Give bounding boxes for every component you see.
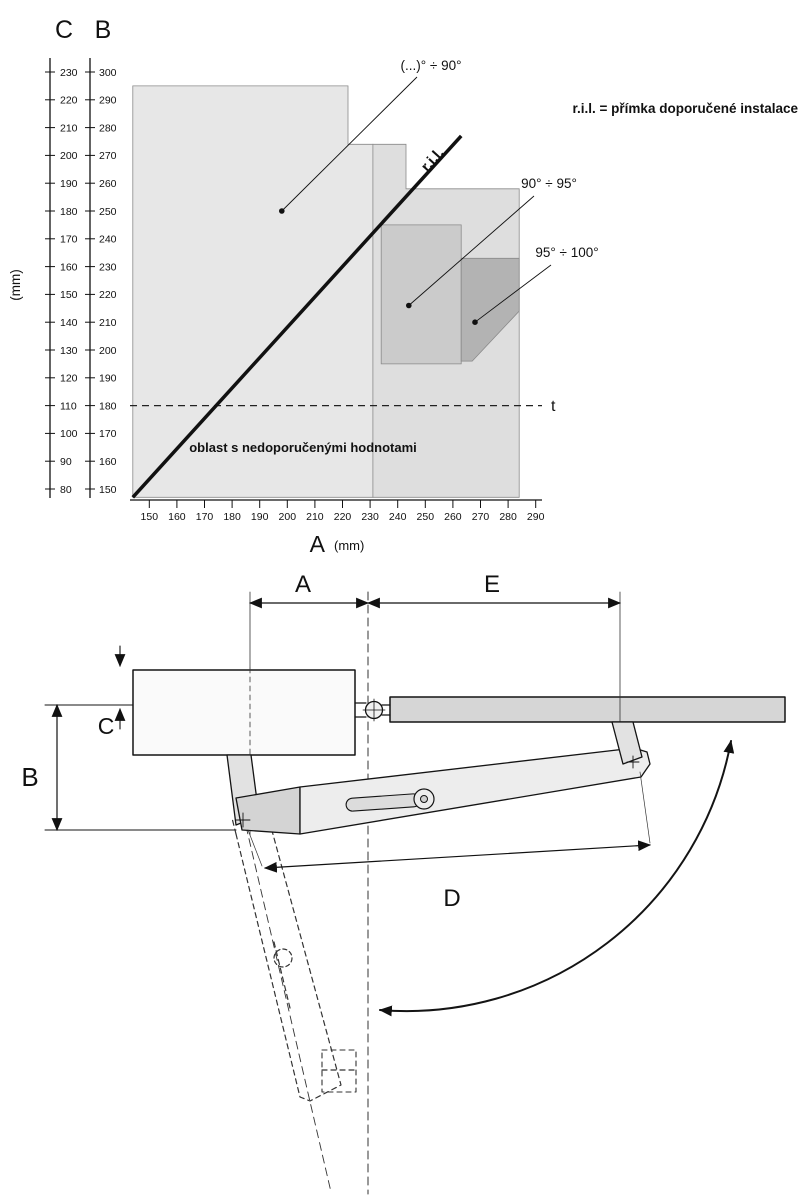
b-axis-tick-label: 170 — [99, 428, 117, 440]
c-axis: 230 220 210 200 190 180 170 160 150 140 130 120 110 1… — [45, 16, 78, 498]
not-recommended-label: oblast s nedoporučenými hodnotami — [189, 440, 417, 455]
y-unit-label: (mm) — [8, 269, 23, 300]
dim-a: A — [248, 571, 370, 609]
ril-legend: r.i.l. = přímka doporučené instalace — [573, 101, 799, 116]
dim-b-label: B — [21, 762, 38, 792]
b-axis-tick-label: 200 — [99, 345, 117, 357]
chart-lines — [130, 134, 542, 499]
a-axis-tick-label: 270 — [472, 511, 490, 523]
region-angle-95-100 — [460, 257, 520, 362]
dim-c-label: C — [98, 713, 115, 739]
swing-arc-arrow — [378, 739, 735, 1017]
pillar — [132, 669, 356, 756]
rear-pivot-pin — [235, 812, 251, 828]
install-chart: (...)° ÷ 90° 90° ÷ 95° 95° ÷ 100° 150 160 17… — [8, 16, 798, 557]
a-axis-tick-label: 240 — [389, 511, 407, 523]
a-axis-tick-label: 250 — [417, 511, 435, 523]
a-axis-tick-label: 230 — [361, 511, 379, 523]
a-axis-tick-label: 190 — [251, 511, 269, 523]
c-axis-tick-label: 210 — [60, 122, 78, 134]
callout-leader-angle-up-to-90 — [281, 76, 418, 212]
b-axis-tick-label: 230 — [99, 261, 117, 273]
dim-e-label: E — [484, 571, 500, 598]
chart-callouts: (...)° ÷ 90° 90° ÷ 95° 95° ÷ 100° — [279, 58, 599, 326]
c-axis-tick-label: 90 — [60, 456, 72, 468]
c-axis-tick-label: 230 — [60, 67, 78, 79]
a-axis-letter: A — [310, 531, 326, 557]
b-axis-tick-label: 150 — [99, 484, 117, 496]
release-knob-center — [420, 795, 428, 803]
c-axis-tick-label: 180 — [60, 206, 78, 218]
c-axis-tick-label: 150 — [60, 289, 78, 301]
gate-hinge-pivot — [354, 698, 391, 722]
b-axis-tick-label: 210 — [99, 317, 117, 329]
ghost-axis — [245, 825, 332, 1193]
gate-leaf — [389, 696, 786, 723]
a-axis-tick-label: 280 — [499, 511, 517, 523]
actuator-body — [299, 747, 651, 835]
b-axis-tick-label: 280 — [99, 122, 117, 134]
a-axis: 150 160 170 180 190 200 210 220 230 240 250 260 270 2… — [130, 499, 545, 557]
b-axis-tick-label: 220 — [99, 289, 117, 301]
a-axis-tick-label: 180 — [223, 511, 241, 523]
a-axis-unit: (mm) — [334, 538, 364, 553]
c-axis-tick-label: 160 — [60, 261, 78, 273]
callout-label-angle-90-95: 90° ÷ 95° — [521, 176, 577, 191]
callout-label-angle-95-100: 95° ÷ 100° — [535, 245, 598, 260]
c-axis-tick-label: 130 — [60, 345, 78, 357]
callout-leader-angle-95-100 — [474, 264, 552, 323]
callout-dot-angle-95-100 — [472, 319, 478, 326]
c-axis-tick-label: 110 — [60, 400, 77, 412]
b-axis-tick-label: 300 — [99, 67, 117, 79]
dim-b: B — [21, 703, 63, 832]
c-axis-tick-label: 170 — [60, 234, 78, 246]
b-axis: 300 290 280 270 260 250 240 230 220 210 200 190 180 1… — [85, 16, 117, 498]
a-axis-tick-label: 170 — [196, 511, 214, 523]
c-axis-tick-label: 120 — [60, 373, 78, 385]
b-axis-header: B — [95, 16, 112, 44]
actuator-ghost — [231, 811, 357, 1193]
c-axis-tick-label: 190 — [60, 178, 78, 190]
mounting-drawing: A E B C D — [21, 571, 786, 1195]
t-label: t — [551, 398, 556, 415]
ghost-front-bracket — [321, 1049, 357, 1093]
a-axis-tick-label: 290 — [527, 511, 545, 523]
c-axis-tick-label: 80 — [60, 484, 72, 496]
callout-label-angle-up-to-90: (...)° ÷ 90° — [401, 58, 462, 73]
c-axis-tick-label: 220 — [60, 95, 78, 107]
b-axis-ticks: 300 290 280 270 260 250 240 230 220 210 200 190 180 1… — [85, 67, 117, 496]
a-axis-ticks: 150 160 170 180 190 200 210 220 230 240 250 260 270 2… — [141, 500, 545, 523]
a-axis-tick-label: 200 — [279, 511, 297, 523]
callout-dot-angle-up-to-90 — [279, 208, 285, 214]
c-axis-header: C — [55, 16, 73, 44]
b-axis-tick-label: 180 — [99, 400, 117, 412]
a-axis-tick-label: 210 — [306, 511, 324, 523]
a-axis-tick-label: 160 — [168, 511, 186, 523]
c-axis-tick-label: 100 — [60, 428, 78, 440]
ril-line-label: r.i.l. — [418, 145, 448, 176]
b-axis-tick-label: 240 — [99, 234, 117, 246]
b-axis-tick-label: 250 — [99, 206, 117, 218]
dim-d-label: D — [443, 885, 460, 912]
callout-dot-angle-90-95 — [406, 302, 412, 309]
callout-leader-angle-90-95 — [408, 195, 535, 306]
ril-line — [131, 134, 463, 499]
a-axis-tick-label: 220 — [334, 511, 352, 523]
region-angle-up-to-90 — [132, 85, 374, 498]
dim-c: C — [98, 645, 126, 739]
b-axis-tick-label: 190 — [99, 373, 117, 385]
dim-e: E — [366, 571, 622, 609]
c-axis-tick-label: 200 — [60, 150, 78, 162]
b-axis-tick-label: 160 — [99, 456, 117, 468]
a-axis-tick-label: 150 — [141, 511, 159, 523]
c-axis-ticks: 230 220 210 200 190 180 170 160 150 140 130 120 110 1… — [45, 67, 78, 496]
b-axis-tick-label: 290 — [99, 95, 117, 107]
b-axis-tick-label: 260 — [99, 178, 117, 190]
b-axis-tick-label: 270 — [99, 150, 117, 162]
dim-a-label: A — [295, 571, 311, 598]
c-axis-tick-label: 140 — [60, 317, 78, 329]
a-axis-tick-label: 260 — [444, 511, 462, 523]
